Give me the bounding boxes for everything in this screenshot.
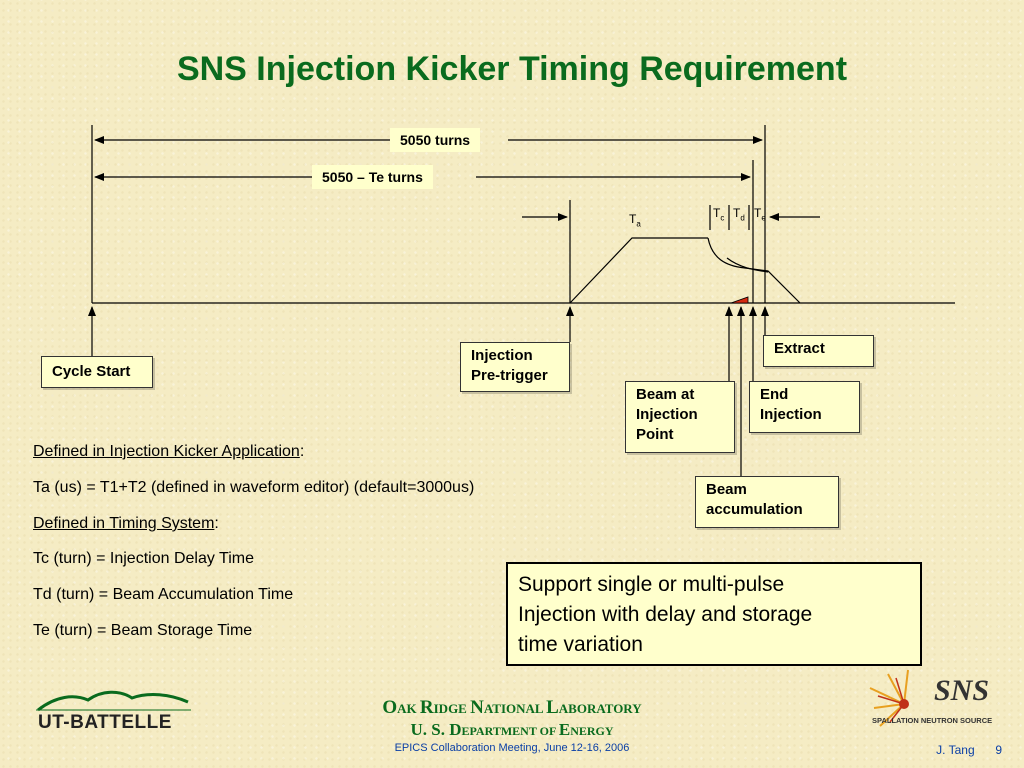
ut-battelle-wordmark: UT-BATTELLE xyxy=(38,712,172,733)
definition-app-heading: Defined in Injection Kicker Application: xyxy=(33,443,305,460)
total-turns-label: 5050 turns xyxy=(390,128,481,152)
page-number: 9 xyxy=(995,743,1002,757)
extract-box: Extract xyxy=(763,335,874,367)
waveform-fall xyxy=(707,237,801,304)
kicker-waveform xyxy=(569,237,708,304)
beam-accumulation-marker xyxy=(730,296,749,304)
partial-turns-label: 5050 – Te turns xyxy=(312,165,433,189)
te-marker: Te xyxy=(754,206,766,223)
sns-logo: SNS SPALLATION NEUTRON SOURCE xyxy=(866,668,1006,738)
td-marker: Td xyxy=(733,206,745,223)
injection-pretrigger-box: Injection Pre-trigger xyxy=(460,342,570,392)
footer-author: J. Tang xyxy=(936,743,975,757)
tc-marker: Tc xyxy=(713,206,725,223)
support-note: Support single or multi-pulse Injection … xyxy=(506,562,922,666)
footer-lab-name: OAK RIDGE NATIONAL LABORATORY xyxy=(382,697,642,718)
footer-doe: U. S. DEPARTMENT OF ENERGY xyxy=(410,720,614,739)
ta-marker: Ta xyxy=(629,212,641,229)
cycle-start-box: Cycle Start xyxy=(41,356,153,388)
accumulation-curve xyxy=(726,257,769,273)
definition-timing-heading: Defined in Timing System: xyxy=(33,515,219,532)
definition-ta: Ta (us) = T1+T2 (defined in waveform edi… xyxy=(33,479,475,496)
sns-logo-subtitle: SPALLATION NEUTRON SOURCE xyxy=(872,716,993,725)
ut-battelle-logo: UT-BATTELLE xyxy=(36,688,196,738)
sns-logo-text: SNS xyxy=(934,674,990,707)
end-injection-box: End Injection xyxy=(749,381,860,433)
definition-td: Td (turn) = Beam Accumulation Time xyxy=(33,586,294,603)
beam-accumulation-box: Beam accumulation xyxy=(695,476,839,528)
slide-title: SNS Injection Kicker Timing Requirement xyxy=(176,50,848,88)
beam-at-injection-point-box: Beam at Injection Point xyxy=(625,381,735,453)
definition-tc: Tc (turn) = Injection Delay Time xyxy=(33,550,254,567)
definition-te: Te (turn) = Beam Storage Time xyxy=(33,622,253,639)
footer-meeting: EPICS Collaboration Meeting, June 12-16,… xyxy=(394,742,630,754)
footer-author-page: J. Tang 9 xyxy=(936,743,1002,757)
